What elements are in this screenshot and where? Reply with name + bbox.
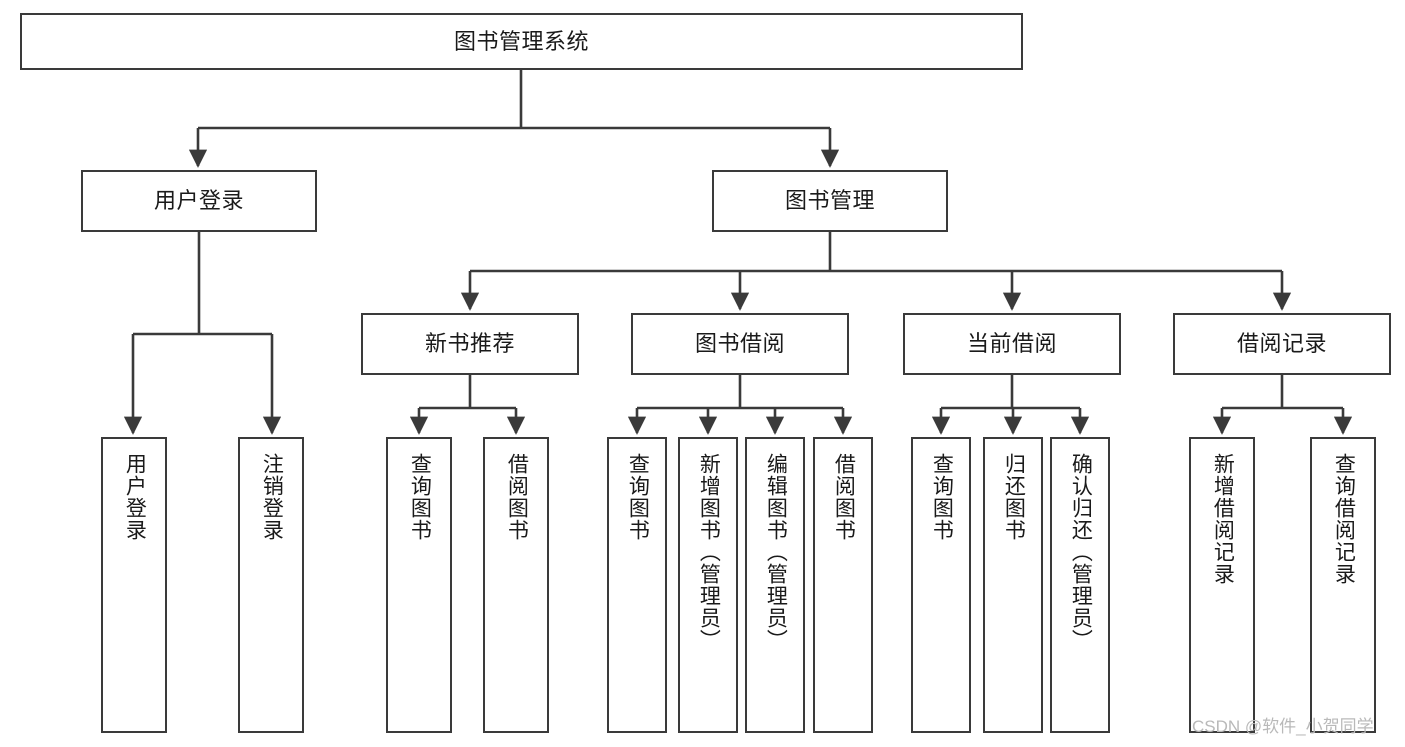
node-level3-4[interactable]: 借阅记录 — [1173, 313, 1391, 375]
node-level3-2[interactable]: 图书借阅 — [631, 313, 849, 375]
node-leaf-13[interactable]: 查询借阅记录 — [1310, 437, 1376, 733]
node-label: 图书管理系统 — [453, 28, 589, 54]
node-leaf-8[interactable]: 借阅图书 — [813, 437, 873, 733]
node-leaf-7[interactable]: 编辑图书（管理员） — [745, 437, 805, 733]
node-label: 借阅记录 — [1236, 331, 1327, 357]
node-label: 注销登录 — [260, 453, 284, 541]
node-root[interactable]: 图书管理系统 — [20, 13, 1023, 70]
node-leaf-11[interactable]: 确认归还（管理员） — [1050, 437, 1110, 733]
node-leaf-12[interactable]: 新增借阅记录 — [1189, 437, 1255, 733]
node-label: 用户登录 — [123, 453, 147, 541]
watermark: CSDN @软件_小贺同学 — [1192, 717, 1374, 736]
node-label: 查询图书 — [626, 453, 650, 541]
node-label: 新增图书（管理员） — [697, 453, 721, 651]
node-leaf-4[interactable]: 借阅图书 — [483, 437, 549, 733]
node-level2-2[interactable]: 图书管理 — [712, 170, 948, 232]
node-label: 借阅图书 — [505, 453, 529, 541]
node-leaf-9[interactable]: 查询图书 — [911, 437, 971, 733]
node-label: 用户登录 — [153, 188, 244, 214]
node-label: 新书推荐 — [424, 331, 515, 357]
node-label: 查询图书 — [408, 453, 432, 541]
node-leaf-1[interactable]: 用户登录 — [101, 437, 167, 733]
node-leaf-10[interactable]: 归还图书 — [983, 437, 1043, 733]
node-label: 查询图书 — [930, 453, 954, 541]
node-leaf-2[interactable]: 注销登录 — [238, 437, 304, 733]
node-label: 图书管理 — [784, 188, 875, 214]
node-label: 图书借阅 — [694, 331, 785, 357]
node-label: 归还图书 — [1002, 453, 1026, 541]
node-label: 新增借阅记录 — [1211, 453, 1235, 585]
node-leaf-5[interactable]: 查询图书 — [607, 437, 667, 733]
node-label: 确认归还（管理员） — [1069, 453, 1093, 651]
node-label: 借阅图书 — [832, 453, 856, 541]
node-label: 当前借阅 — [966, 331, 1057, 357]
node-label: 编辑图书（管理员） — [764, 453, 788, 651]
node-leaf-6[interactable]: 新增图书（管理员） — [678, 437, 738, 733]
node-level3-3[interactable]: 当前借阅 — [903, 313, 1121, 375]
node-leaf-3[interactable]: 查询图书 — [386, 437, 452, 733]
node-level2-1[interactable]: 用户登录 — [81, 170, 317, 232]
node-label: 查询借阅记录 — [1332, 453, 1356, 585]
node-level3-1[interactable]: 新书推荐 — [361, 313, 579, 375]
